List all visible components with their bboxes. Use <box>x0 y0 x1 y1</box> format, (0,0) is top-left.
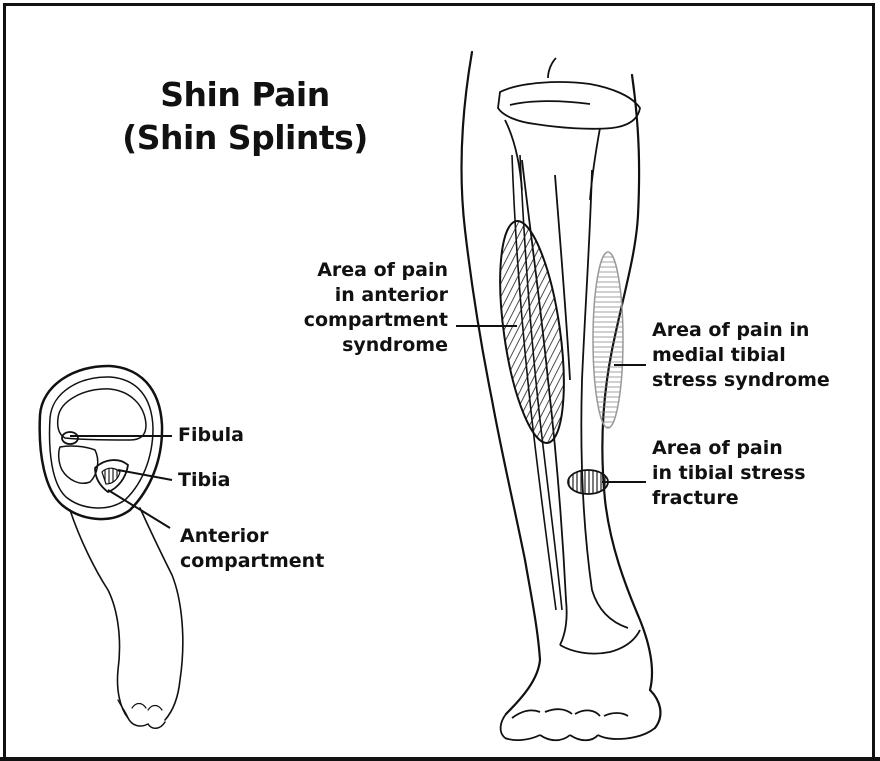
label-tibia: Tibia <box>178 468 230 493</box>
label-medial-tibial-stress-syndrome: Area of pain in medial tibial stress syn… <box>652 318 830 393</box>
foot <box>501 630 655 740</box>
diagram-title-line1: Shin Pain <box>110 75 380 115</box>
label-tibial-stress-fracture: Area of pain in tibial stress fracture <box>652 436 806 511</box>
diagram-title-line2: (Shin Splints) <box>110 118 380 158</box>
label-anterior-compartment-syndrome: Area of pain in anterior compartment syn… <box>270 258 448 358</box>
knee-bones <box>498 58 640 200</box>
label-anterior-compartment: Anterior compartment <box>180 524 324 574</box>
anterior-compartment-pain-area <box>489 217 576 447</box>
medial-tibial-pain-area <box>593 252 623 428</box>
cross-section <box>40 366 183 728</box>
label-fibula: Fibula <box>178 423 244 448</box>
